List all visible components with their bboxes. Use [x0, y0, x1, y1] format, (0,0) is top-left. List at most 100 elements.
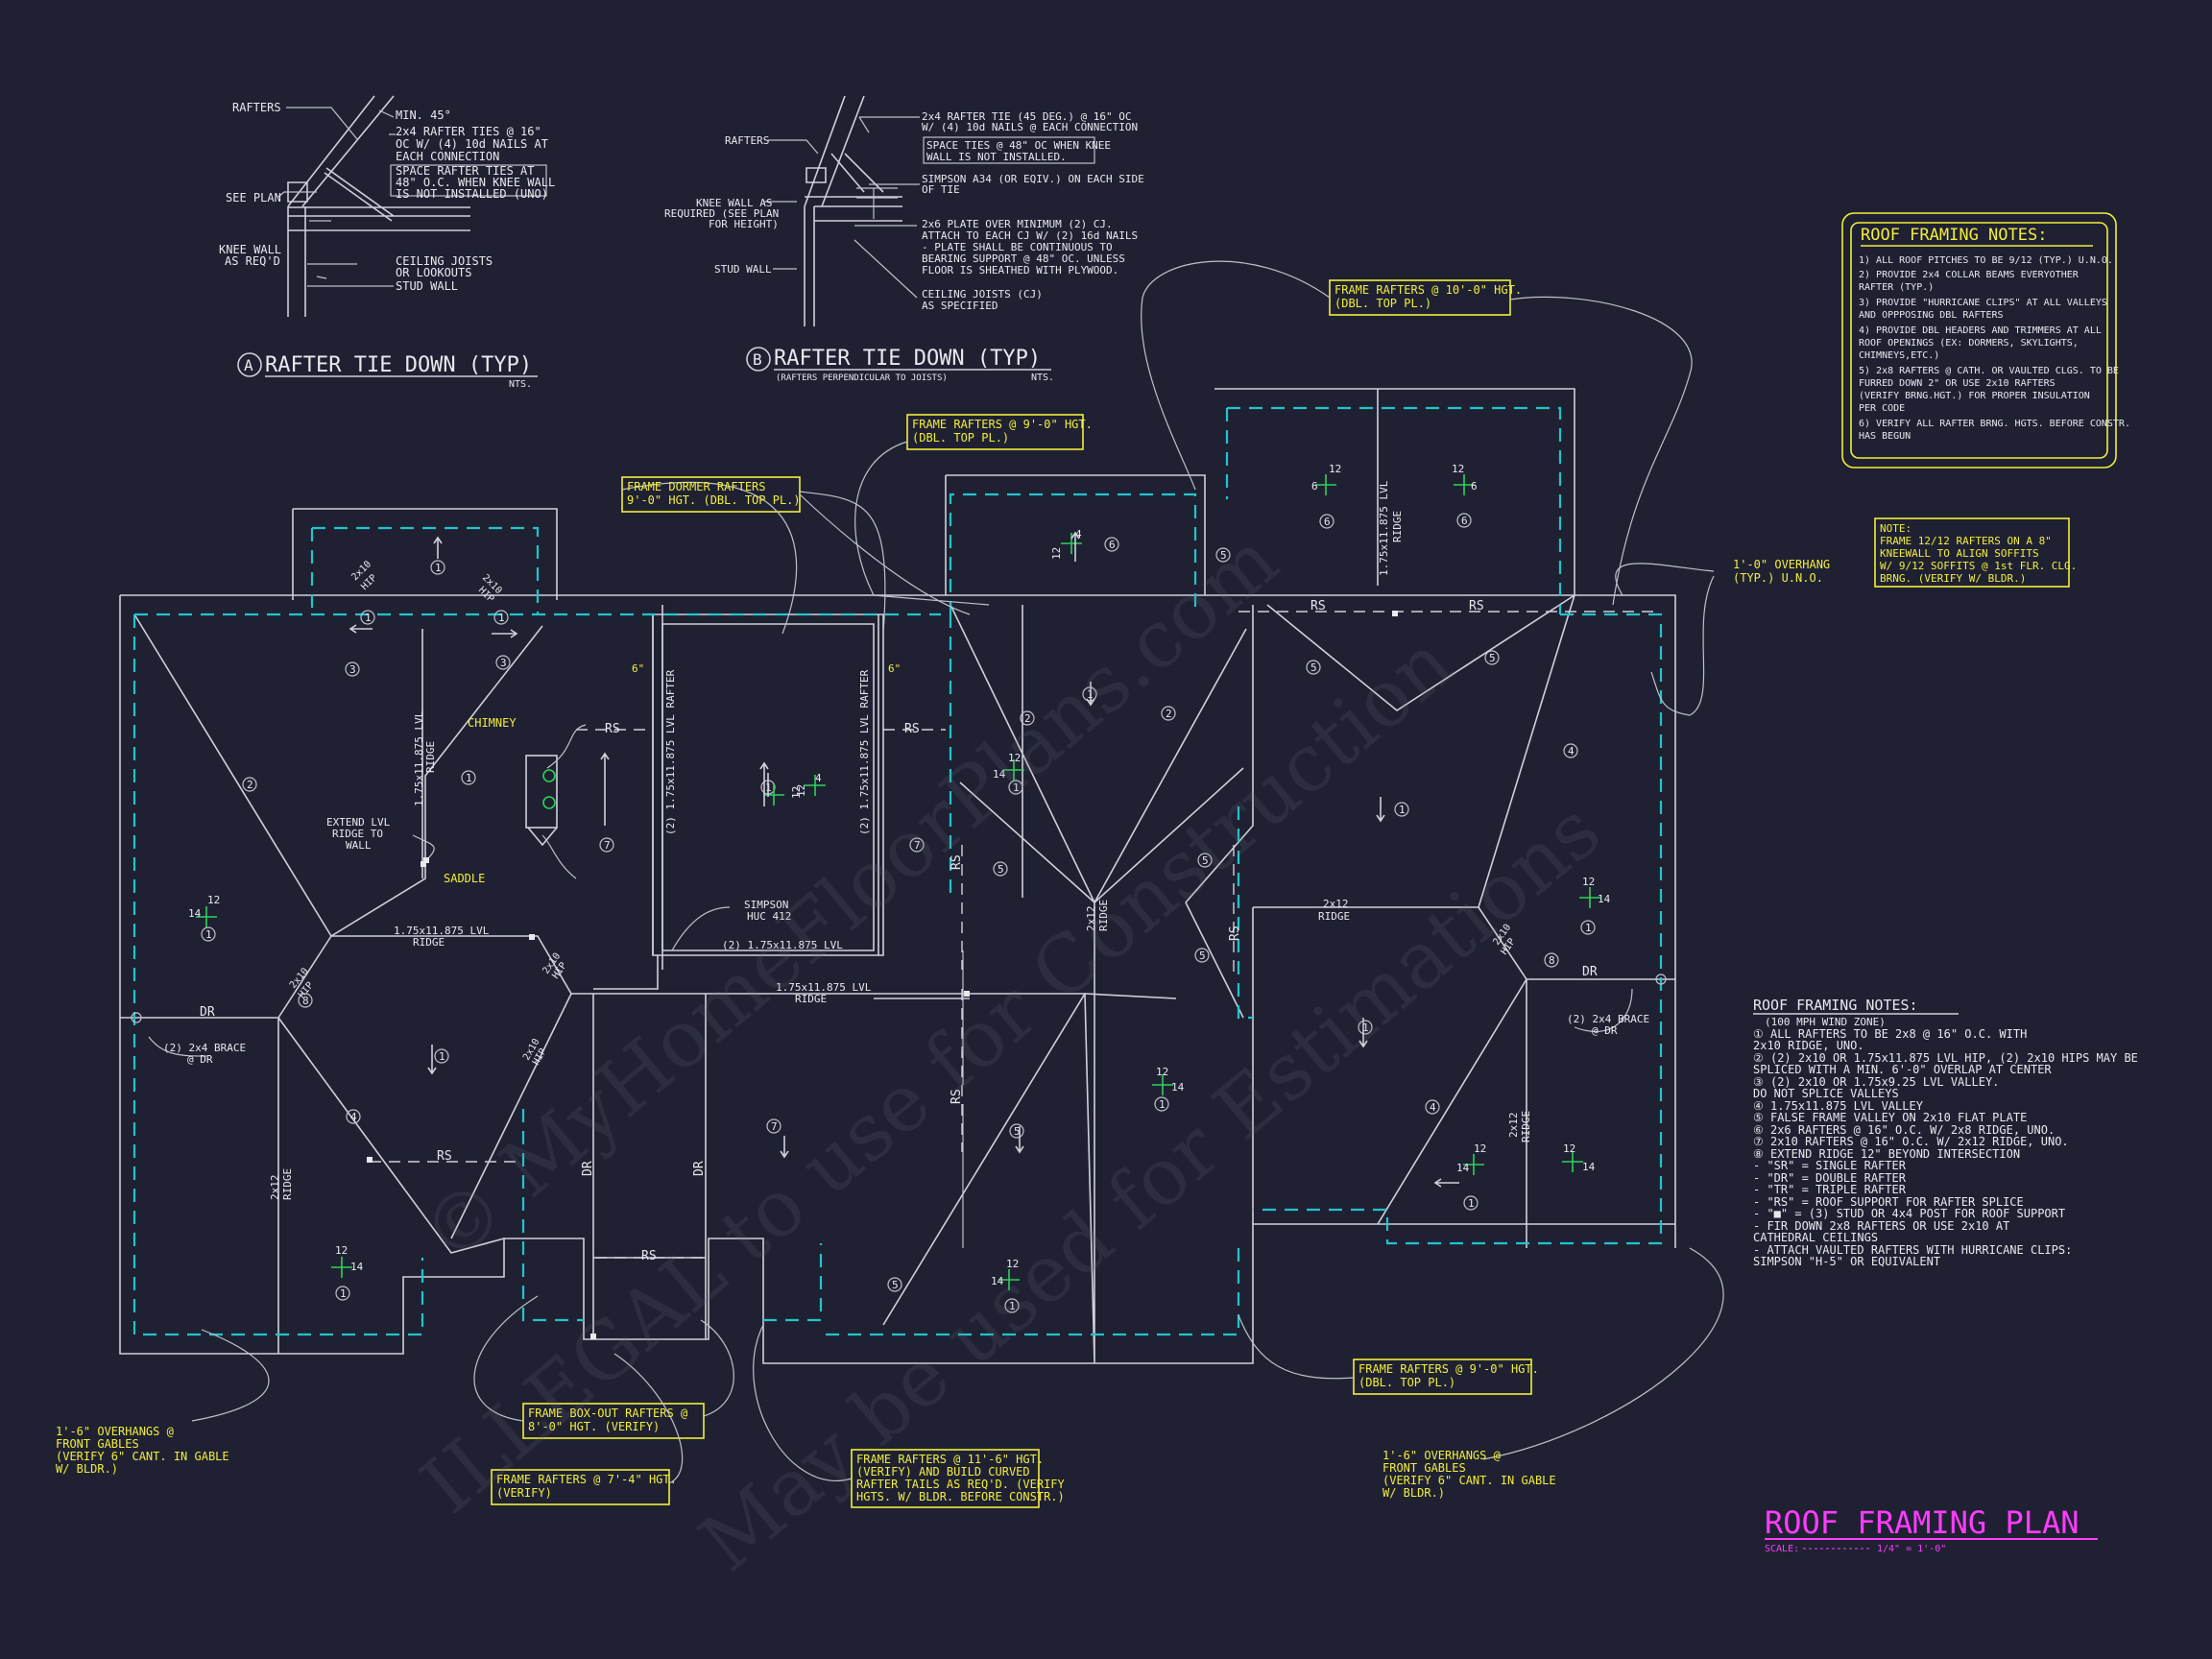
callout-frame-9-0-bottom-line1: FRAME RAFTERS @ 9'-0" HGT. [1358, 1362, 1539, 1376]
circled-number-marker: 8 [1544, 952, 1559, 968]
ridge-label: RIDGE [281, 1168, 294, 1200]
svg-text:12: 12 [1156, 1066, 1168, 1078]
detail-a-label-3: 2x4 RAFTER TIES @ 16" [396, 125, 541, 138]
six-inch-label: 6" [888, 662, 901, 675]
svg-text:12: 12 [1563, 1142, 1575, 1155]
rs-label: RS [904, 722, 920, 736]
notes-box-line: RAFTER (TYP.) [1859, 282, 1934, 293]
ridge-label: RIDGE [1097, 900, 1110, 931]
six-inch-label: 6" [632, 662, 644, 675]
detail-b-label-18: AS SPECIFIED [922, 300, 998, 312]
svg-text:14: 14 [1582, 1161, 1596, 1173]
legend-line: - "■" = (3) STUD OR 4x4 POST FOR ROOF SU… [1753, 1207, 2065, 1220]
svg-text:1: 1 [1362, 1022, 1369, 1034]
wall-line-dashed [132, 406, 1663, 1336]
legend-line: ⑥ 2x6 RAFTERS @ 16" O.C. W/ 2x8 RIDGE, U… [1753, 1123, 2055, 1137]
callout-frame-9-0-bottom-line2: (DBL. TOP PL.) [1358, 1376, 1455, 1389]
brace-right-line2: @ DR [1592, 1024, 1618, 1037]
svg-text:1: 1 [1468, 1197, 1475, 1210]
svg-text:12: 12 [1582, 876, 1595, 888]
svg-text:14: 14 [1171, 1081, 1185, 1094]
note-line: W/ 9/12 SOFFITS @ 1st FLR. CLG. [1880, 560, 2077, 572]
circled-number-marker: 6 [1456, 513, 1472, 528]
circled-number-marker: 1 [1008, 780, 1023, 795]
note-line: KNEEWALL TO ALIGN SOFFITS [1880, 547, 2039, 560]
pitch-marker: 126 [1452, 463, 1478, 495]
svg-text:14: 14 [1598, 893, 1611, 905]
rs-label: RS [605, 722, 620, 736]
notes-box-line: 3) PROVIDE "HURRICANE CLIPS" AT ALL VALL… [1859, 298, 2107, 308]
svg-text:12: 12 [1474, 1142, 1486, 1155]
svg-text:6: 6 [1324, 516, 1331, 528]
svg-text:1: 1 [1399, 804, 1406, 816]
circled-number-marker: 1 [360, 610, 375, 625]
circled-number-marker: 6 [1104, 537, 1119, 552]
callout-frame-10-0-line1: FRAME RAFTERS @ 10'-0" HGT. [1334, 283, 1522, 297]
notes-box-line: 4) PROVIDE DBL HEADERS AND TRIMMERS AT A… [1859, 325, 2102, 336]
svg-text:1: 1 [466, 772, 472, 784]
pitch-marker: 412 [795, 772, 826, 797]
legend-line: - "SR" = SINGLE RAFTER [1753, 1159, 1907, 1172]
detail-a-label-7: 48" O.C. WHEN KNEE WALL [396, 176, 555, 189]
legend-line: ⑧ EXTEND RIDGE 12" BEYOND INTERSECTION [1753, 1147, 2020, 1161]
detail-b-label-3: RAFTERS [725, 134, 769, 147]
callout-frame-11-6-line4: HGTS. W/ BLDR. BEFORE CONSTR.) [856, 1490, 1065, 1503]
legend-line: SPLICED WITH A MIN. 6'-0" OVERLAP AT CEN… [1753, 1063, 2052, 1076]
circled-number-marker: 5 [1194, 948, 1210, 963]
plan-labels: RS RS RS RS RS RS RS RS RS DR DR DR DR 1… [163, 480, 1649, 1263]
ridge-label: RIDGE [1520, 1111, 1532, 1142]
ridge-size-label: 2x12 [1507, 1113, 1520, 1139]
callout-overhang-left-line1: 1'-6" OVERHANGS @ [56, 1425, 174, 1438]
detail-a-label-5: EACH CONNECTION [396, 150, 499, 163]
svg-text:5: 5 [1310, 661, 1317, 674]
detail-a-label-2: MIN. 45° [396, 108, 451, 122]
ridge-size-label: 2x12 [269, 1175, 281, 1201]
notes-box-line: (VERIFY BRNG.HGT.) FOR PROPER INSULATION [1859, 391, 2090, 401]
detail-b-marker: B [753, 350, 762, 369]
svg-text:5: 5 [1220, 549, 1227, 562]
ridge-size-label: 2x12 [1085, 906, 1097, 932]
notes-box-line: AND OPPPOSING DBL RAFTERS [1859, 310, 2004, 321]
notes-box-line: 5) 2x8 RAFTERS @ CATH. OR VAULTED CLGS. … [1859, 366, 2119, 376]
extend-lvl-line1: EXTEND LVL [326, 816, 391, 829]
circled-number-marker: 1 [1580, 920, 1596, 935]
circled-number-marker: 7 [909, 837, 925, 853]
svg-text:5: 5 [1489, 652, 1496, 664]
svg-text:12: 12 [207, 894, 220, 906]
lvl-ridge-label: 1.75x11.875 LVL [776, 981, 872, 994]
svg-text:2: 2 [247, 779, 253, 791]
detail-b-label-12: ATTACH TO EACH CJ W/ (2) 16d NAILS [922, 229, 1138, 242]
callout-dormer-line1: FRAME DORMER RAFTERS [627, 480, 766, 493]
circled-number-marker: 1 [1358, 1020, 1373, 1035]
svg-text:8: 8 [1549, 954, 1555, 967]
detail-a-label-11: AS REQ'D [225, 254, 280, 268]
svg-text:1: 1 [1159, 1098, 1166, 1111]
detail-a-label-6: SPACE RAFTER TIES AT [396, 164, 535, 178]
svg-text:1: 1 [365, 612, 372, 624]
circled-number-marker: 1 [493, 610, 509, 625]
circled-number-marker: 1 [201, 926, 216, 942]
callout-frame-11-6-line2: (VERIFY) AND BUILD CURVED [856, 1465, 1030, 1479]
rs-label: RS [1310, 599, 1326, 613]
detail-b-label-10: FOR HEIGHT) [709, 218, 779, 230]
legend-line: DO NOT SPLICE VALLEYS [1753, 1087, 1899, 1100]
pitch-marker: 412 [1050, 528, 1082, 560]
svg-text:12: 12 [1006, 1258, 1019, 1270]
circled-number-marker: 1 [1004, 1298, 1020, 1313]
svg-text:5: 5 [998, 863, 1004, 876]
detail-b-rafter-tie-down: 2x4 RAFTER TIE (45 DEG.) @ 16" OC W/ (4)… [664, 95, 1144, 383]
svg-text:4: 4 [350, 1111, 357, 1123]
circled-number-marker: 1 [430, 560, 445, 575]
lvl-ridge-label: 1.75x11.875 LVL [1378, 480, 1390, 576]
callout-frame-9-0-top-line1: FRAME RAFTERS @ 9'-0" HGT. [912, 418, 1093, 431]
drawing-title: ROOF FRAMING PLAN [1765, 1504, 2080, 1541]
circled-number-marker: 5 [993, 861, 1008, 877]
scale-value: 1/4" = 1'-0" [1877, 1544, 1946, 1554]
pitch-marker: 12 14 [1562, 1142, 1596, 1173]
detail-a-label-9: SEE PLAN [226, 191, 281, 204]
svg-text:5: 5 [892, 1279, 899, 1291]
dr-label: DR [581, 1161, 595, 1176]
callout-frame-9-0-top-line2: (DBL. TOP PL.) [912, 431, 1009, 445]
